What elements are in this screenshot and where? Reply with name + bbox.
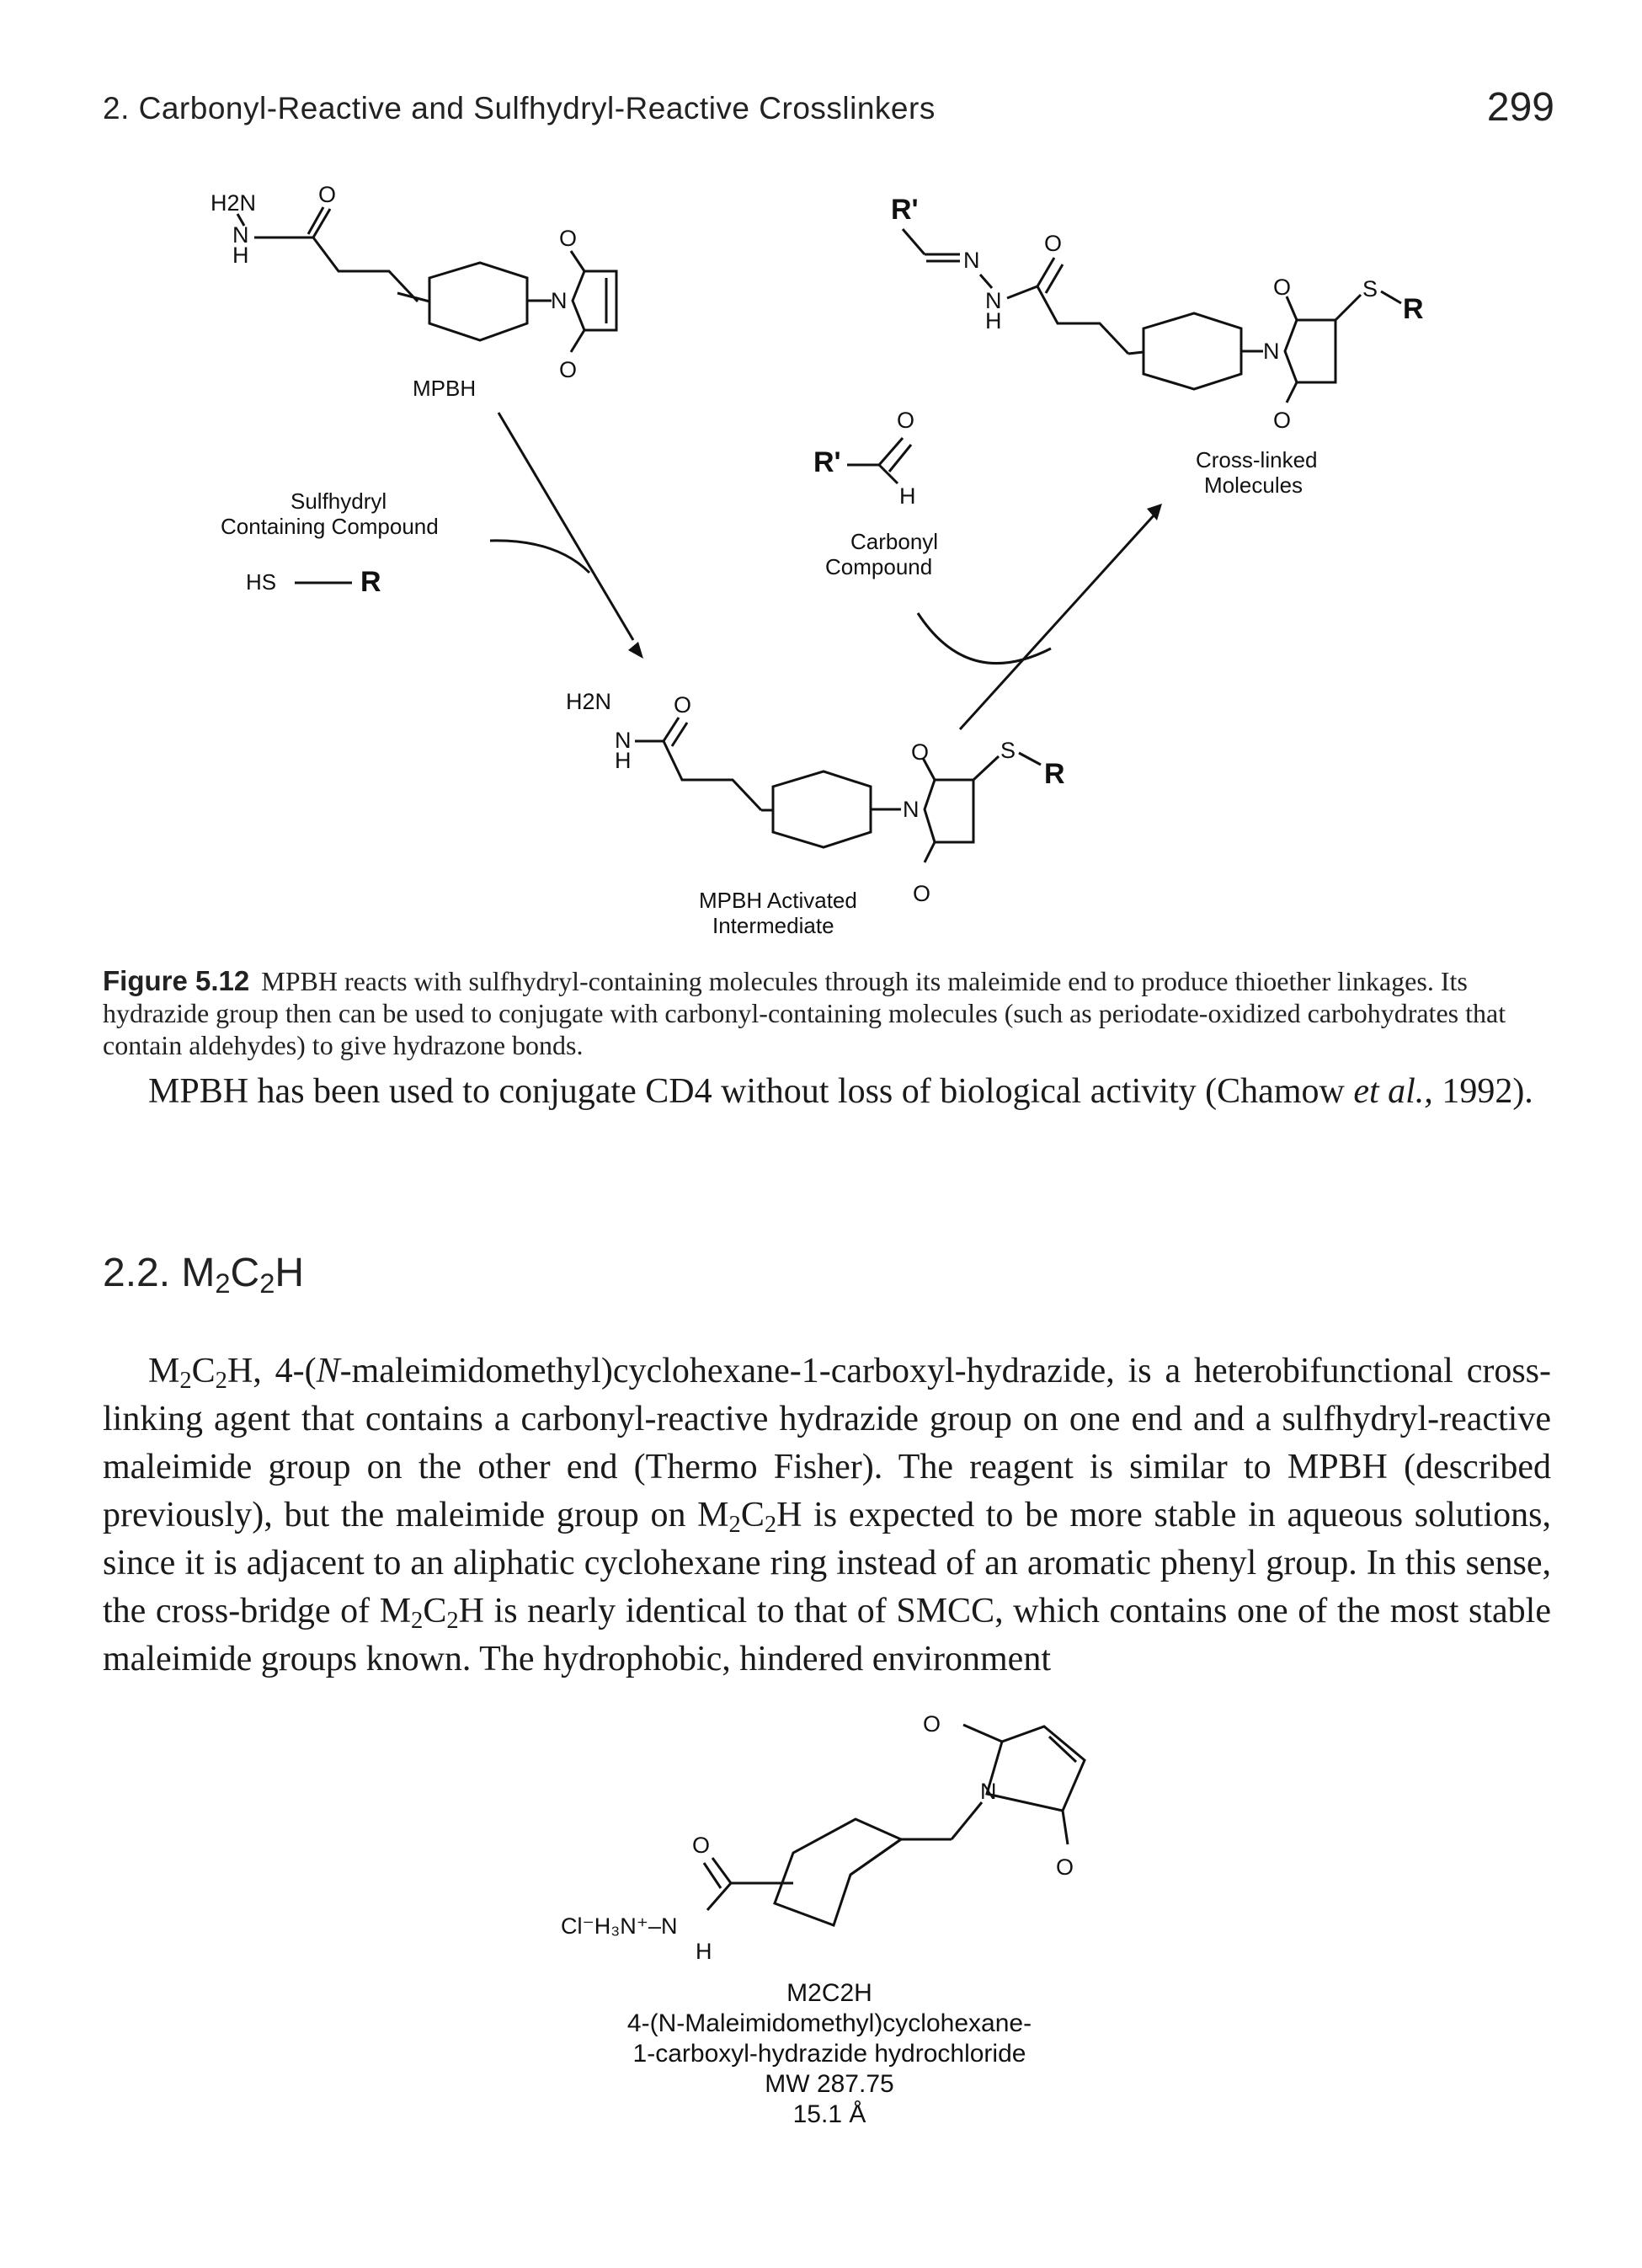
- m2c2h-maleimide-o-top: O: [923, 1711, 941, 1737]
- intermediate-maleimide-o-top: O: [911, 739, 929, 765]
- section-heading: 2.2. M2C2H: [103, 1251, 305, 1299]
- carbonyl-r-prime: R': [813, 446, 841, 478]
- mpbh-structure: H2N N H O N O O MPBH: [211, 182, 618, 401]
- carbonyl-h: H: [899, 483, 916, 509]
- mpbh-maleimide-o-top: O: [559, 226, 577, 251]
- m2c2h-name-line2: 4-(N-Maleimidomethyl)cyclohexane-: [627, 2009, 1032, 2037]
- m2c2h-carbonyl-o: O: [692, 1833, 710, 1858]
- crosslinked-maleimide-n: N: [1263, 339, 1280, 364]
- intermediate-s: S: [1000, 738, 1016, 763]
- crosslinked-n1: N: [963, 248, 980, 273]
- sulfhydryl-r: R: [360, 566, 381, 598]
- crosslinked-h: H: [985, 308, 1002, 334]
- mpbh-label: MPBH: [413, 376, 476, 401]
- crosslinked-structure: R' N N H O N O O S R Cross-linked Molecu…: [891, 194, 1424, 498]
- crosslinked-r: R: [1403, 293, 1424, 325]
- intermediate-r: R: [1044, 758, 1065, 790]
- mpbh-h2n: H2N: [211, 190, 256, 216]
- m2c2h-maleimide-n: N: [980, 1779, 997, 1804]
- intermediate-h: H: [615, 748, 632, 773]
- mpbh-maleimide-o-bottom: O: [559, 357, 577, 382]
- carbonyl-o: O: [897, 408, 914, 433]
- intermediate-label-line1: MPBH Activated: [699, 888, 857, 913]
- m2c2h-name-line3: 1-carboxyl-hydrazide hydrochloride: [633, 2040, 1026, 2068]
- figure-caption-text: MPBH reacts with sulfhydryl-containing m…: [103, 966, 1506, 1060]
- intermediate-carbonyl-o: O: [674, 692, 691, 718]
- carbonyl-label-line1: Carbonyl: [850, 529, 938, 554]
- intermediate-maleimide-n: N: [903, 797, 920, 822]
- figure-label: Figure 5.12: [103, 965, 250, 996]
- crosslinked-maleimide-o-bottom: O: [1273, 408, 1291, 433]
- mpbh-n: N: [232, 222, 249, 248]
- m2c2h-name-line1: M2C2H: [786, 1979, 872, 2007]
- sulfhydryl-label-line2: Containing Compound: [221, 514, 439, 539]
- intermediate-label-line2: Intermediate: [712, 913, 834, 938]
- intermediate-structure: H2N N H O N O O S R MPBH Activated Inter…: [566, 689, 1065, 938]
- crosslinked-s: S: [1362, 276, 1378, 302]
- intermediate-maleimide-o-bottom: O: [913, 881, 930, 906]
- carbonyl-label-line2: Compound: [825, 554, 932, 579]
- running-head: 2. Carbonyl-Reactive and Sulfhydryl-Reac…: [103, 91, 936, 125]
- crosslinked-r-prime: R': [891, 194, 919, 226]
- crosslinked-carbonyl-o: O: [1044, 231, 1062, 256]
- crosslinked-label-line2: Molecules: [1204, 472, 1303, 498]
- crosslinked-maleimide-o-top: O: [1273, 275, 1291, 300]
- m2c2h-h: H: [696, 1939, 712, 1964]
- mpbh-maleimide-n: N: [551, 288, 568, 313]
- m2c2h-salt-label: Cl⁻H₃N⁺–N: [561, 1913, 678, 1939]
- m2c2h-maleimide-o-bottom: O: [1056, 1854, 1074, 1880]
- body-paragraph-mpbh: MPBH has been used to conjugate CD4 with…: [148, 1072, 1533, 1111]
- figure-5-12-scheme: H2N N H O N O O MPBH Sulfhydryl Containi…: [211, 182, 1424, 938]
- intermediate-n: N: [615, 728, 632, 753]
- intermediate-h2n: H2N: [566, 689, 611, 714]
- m2c2h-mw: MW 287.75: [765, 2070, 893, 2098]
- body-paragraph-m2c2h: M2C2H, 4-(N-maleimidomethyl)cyclohexane-…: [103, 1352, 1551, 1678]
- crosslinked-n2: N: [985, 288, 1002, 313]
- mpbh-h: H: [232, 243, 249, 268]
- page-number: 299: [1486, 85, 1554, 130]
- m2c2h-length: 15.1 Å: [793, 2100, 866, 2128]
- hs-label: HS: [246, 569, 276, 595]
- crosslinked-label-line1: Cross-linked: [1196, 447, 1318, 472]
- sulfhydryl-label-line1: Sulfhydryl: [291, 488, 387, 514]
- mpbh-carbonyl-o: O: [318, 182, 336, 207]
- m2c2h-structure: O N O O Cl⁻H₃N⁺–N H M2C2H 4-(N-Maleimido…: [561, 1711, 1086, 2128]
